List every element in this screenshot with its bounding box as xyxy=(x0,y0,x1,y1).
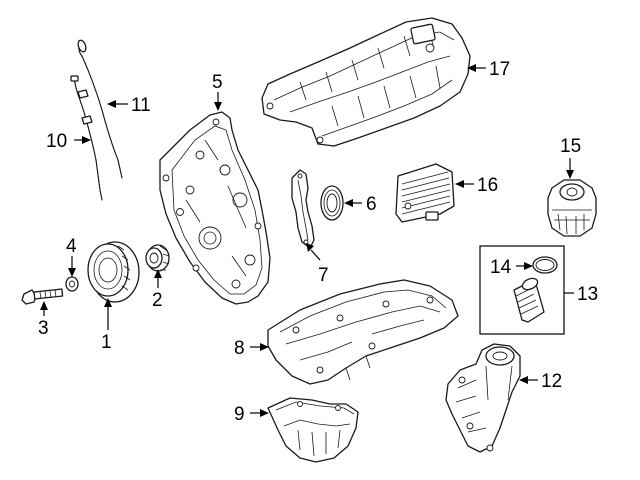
callout-11: 11 xyxy=(131,95,151,116)
timing-cover[interactable] xyxy=(159,111,271,305)
crankshaft-pulley[interactable] xyxy=(87,241,140,303)
oil-filter-element[interactable] xyxy=(513,276,545,323)
filter-kit-box xyxy=(479,245,565,335)
front-seal-hub[interactable] xyxy=(145,244,170,272)
cover-gasket[interactable] xyxy=(291,169,315,249)
callout-1: 1 xyxy=(101,332,112,353)
intake-manifold[interactable] xyxy=(261,17,471,147)
oil-filter-housing[interactable] xyxy=(445,343,521,453)
callout-6: 6 xyxy=(366,194,377,215)
callout-13: 13 xyxy=(577,284,598,305)
callout-5: 5 xyxy=(212,72,223,93)
lower-oil-pan[interactable] xyxy=(267,397,359,463)
callout-labels: 1 2 3 4 5 6 7 8 9 10 11 12 13 14 15 16 1… xyxy=(38,59,598,425)
callout-15: 15 xyxy=(560,136,581,157)
callout-3: 3 xyxy=(38,318,49,339)
callout-4: 4 xyxy=(66,236,77,257)
callout-12: 12 xyxy=(541,371,562,392)
callout-10: 10 xyxy=(46,131,67,152)
callout-17: 17 xyxy=(489,59,510,80)
callout-7: 7 xyxy=(318,265,329,286)
dipstick-assembly[interactable] xyxy=(70,39,123,201)
filter-o-ring[interactable] xyxy=(532,256,558,274)
leader-lines xyxy=(40,64,574,417)
callout-8: 8 xyxy=(234,338,245,359)
callout-16: 16 xyxy=(477,175,498,196)
oil-filter-cap[interactable] xyxy=(547,179,597,237)
callout-2: 2 xyxy=(152,290,163,311)
rear-seal[interactable] xyxy=(320,185,344,221)
crankshaft-bolt[interactable] xyxy=(21,288,64,305)
callout-14: 14 xyxy=(490,257,512,278)
washer[interactable] xyxy=(65,276,79,292)
oil-cooler[interactable] xyxy=(395,163,455,223)
upper-oil-pan[interactable] xyxy=(267,279,459,385)
callout-9: 9 xyxy=(234,404,245,425)
